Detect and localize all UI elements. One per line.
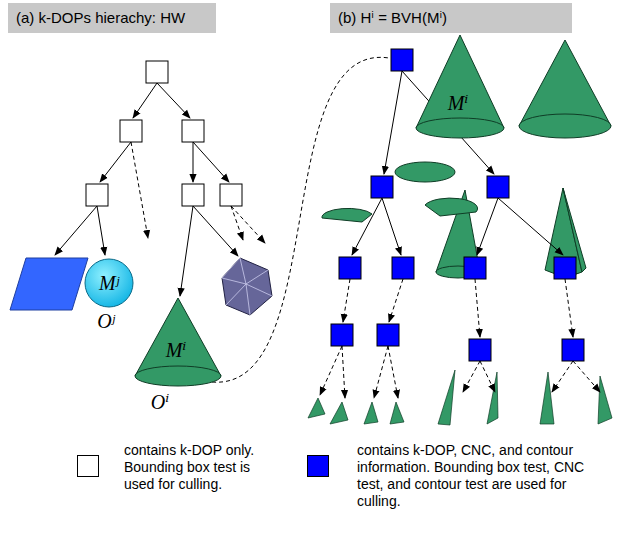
tree-arrow (389, 279, 403, 322)
polyhedron-edge (240, 258, 246, 284)
sphere-object: MʲOʲ (84, 258, 134, 308)
half-disc (425, 198, 478, 216)
tree-squares (86, 49, 584, 361)
shape-outline (415, 35, 505, 140)
kdop-node (146, 61, 168, 83)
object-name: Oⁱ (151, 390, 169, 414)
cone-object: MⁱOⁱ (134, 298, 222, 388)
tree-arrow (475, 279, 480, 337)
tree-arrow (193, 142, 194, 182)
bvh-node (464, 257, 486, 279)
header-band: (b) Hⁱ = BVH(Mⁱ) (330, 3, 572, 33)
bvh-node (331, 324, 353, 346)
cone-base (416, 118, 504, 138)
base-disc (395, 162, 455, 182)
tree-arrow (477, 198, 498, 255)
bvh-node (562, 339, 584, 361)
bvh-node (487, 176, 509, 198)
tree-arrow (193, 206, 238, 256)
tree-arrow (565, 279, 573, 337)
tree-arrow (480, 361, 495, 392)
bvh-node (391, 49, 413, 71)
tree-connectors (55, 71, 600, 398)
tree-arrow (573, 361, 600, 392)
sliver-piece (390, 402, 404, 424)
header-text: (b) Hⁱ = BVH(Mⁱ) (330, 3, 572, 33)
bvh-node (377, 324, 399, 346)
sliver-piece (598, 376, 612, 424)
half-disc (322, 208, 372, 222)
tree-arrow (382, 198, 401, 255)
sliver-piece (364, 402, 378, 424)
bvh-node (371, 176, 393, 198)
tree-arrow (180, 206, 193, 296)
tree-arrow (231, 206, 243, 240)
object-label: Mⁱ (448, 91, 469, 115)
cone-side (519, 40, 611, 126)
bvh-node (469, 339, 491, 361)
polyhedron-shape (222, 258, 272, 315)
sliver-piece (438, 370, 455, 425)
cone-object: Mⁱ (415, 35, 505, 140)
legend-swatch (307, 455, 329, 477)
parallelogram-shape (10, 258, 88, 310)
tree-arrow (374, 346, 388, 398)
kdop-node (86, 184, 108, 206)
tree-arrow (463, 361, 480, 392)
bvh-node (554, 257, 576, 279)
sliver-piece (487, 372, 498, 424)
polyhedron-outline (222, 258, 272, 315)
object-label: Mⁱ (166, 338, 187, 362)
polyhedron-edge (226, 284, 246, 305)
tree-arrow (55, 206, 97, 255)
object-label: Mʲ (99, 272, 119, 295)
kdop-node (120, 120, 142, 142)
tree-arrow (97, 206, 105, 255)
polyhedron-edge (246, 270, 268, 284)
bvh-node (392, 257, 414, 279)
legend-text: contains k-DOP, CNC, and contour informa… (357, 442, 605, 510)
tree-arrow (342, 346, 345, 398)
tree-arrow (320, 346, 342, 395)
header-band: (a) k-DOPs hierachy: HW (8, 3, 216, 33)
polyhedron-edge (222, 258, 240, 278)
tree-arrow (193, 142, 229, 182)
cone-shape (519, 40, 611, 138)
tree-arrow (343, 279, 350, 322)
polyhedron-edge (246, 284, 272, 296)
cone-base (135, 366, 221, 386)
tree-arrow (498, 198, 563, 255)
sphere-shape (85, 259, 133, 307)
sliver-piece (330, 402, 348, 424)
sliver-piece (308, 398, 325, 418)
tree-arrow (552, 361, 573, 392)
header-text: (a) k-DOPs hierachy: HW (8, 3, 216, 33)
cone-side (135, 298, 221, 376)
tree-arrow (131, 142, 148, 238)
kdop-node (182, 184, 204, 206)
tree-arrow (231, 206, 265, 243)
tree-arrow (133, 83, 157, 118)
polyhedron-edge (246, 284, 250, 315)
sliver-piece (540, 372, 554, 424)
cone-side (416, 35, 504, 128)
kdop-node (182, 120, 204, 142)
tree-arrow (100, 142, 131, 182)
cone-base (519, 114, 611, 138)
tree-arrow (384, 71, 402, 174)
legend-text: contains k-DOP only. Bounding box test i… (124, 442, 256, 493)
tree-arrow (388, 346, 398, 398)
dashed-link-curve (212, 57, 389, 382)
object-name: Oʲ (97, 310, 115, 333)
bvh-node (339, 257, 361, 279)
tree-arrow (157, 83, 190, 118)
legend-swatch (77, 455, 99, 477)
polyhedron-edge (222, 278, 246, 284)
kdop-node (220, 184, 242, 206)
illustration (10, 40, 612, 425)
tree-arrow (352, 198, 382, 255)
